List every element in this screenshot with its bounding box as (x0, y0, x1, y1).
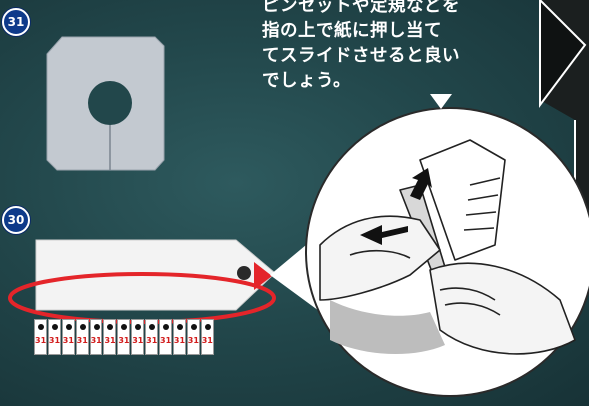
fringe-cuts (463, 177, 501, 231)
strip-number: 31 (35, 336, 47, 345)
strip-dot (38, 324, 44, 330)
strip-number: 31 (160, 336, 172, 345)
strip-cell: 31 (159, 319, 172, 355)
tag-hole (237, 266, 251, 280)
strip-dot (190, 324, 197, 330)
strip-cell: 31 (186, 319, 200, 355)
strip-dot (79, 324, 86, 330)
side-arrow-icon (539, 0, 587, 108)
strip-number: 31 (173, 336, 186, 345)
strip-number: 31 (48, 336, 61, 345)
strip-number: 31 (104, 336, 116, 345)
caption-line: でしょう。 (262, 71, 351, 91)
strip-cell: 31 (131, 319, 145, 355)
strip-number: 31 (118, 336, 130, 345)
strip-number: 31 (201, 336, 213, 345)
strip-cell: 31 (172, 319, 186, 355)
strip-number: 31 (62, 336, 74, 345)
hand-drawing (319, 139, 576, 355)
card-hole (88, 81, 132, 125)
hand-right (429, 262, 576, 355)
tag-number-strip: 31 31 31 31 31 31 31 31 31 31 31 31 31 (34, 319, 214, 355)
strip-cell: 31 (47, 319, 61, 355)
strip-cell: 31 (145, 319, 159, 355)
slide-arrow-left (360, 225, 408, 245)
strip-dot (149, 324, 156, 330)
strip-cell: 31 (75, 319, 89, 355)
shadow-area (330, 300, 445, 355)
strip-number: 31 (187, 336, 199, 345)
strip-dot (107, 324, 114, 330)
step-badge-30: 30 (2, 206, 30, 234)
caption-line: ピンセットや定規などを (262, 0, 460, 16)
strip-dot (93, 324, 100, 330)
strip-number: 31 (90, 336, 102, 345)
instruction-caption: ピンセットや定規などを 指の上で紙に押し当て てスライドさせると良い でしょう。 (262, 0, 502, 94)
push-arrow (410, 168, 432, 200)
red-arrowhead (254, 262, 272, 290)
strip-dot (176, 324, 183, 330)
strip-dot (135, 324, 142, 330)
finger-lines (349, 249, 501, 316)
strip-number: 31 (132, 336, 144, 345)
down-triangle-icon (430, 94, 452, 109)
paper-fringe (419, 139, 506, 261)
strip-cell: 31 (200, 319, 214, 355)
strip-cell: 31 (117, 319, 131, 355)
strip-dot (121, 324, 128, 330)
strip-cell: 31 (34, 319, 47, 355)
strip-cell: 31 (89, 319, 103, 355)
step-badge-31: 31 (2, 8, 30, 36)
strip-cell: 31 (61, 319, 75, 355)
caption-line: てスライドさせると良い (262, 46, 460, 66)
strip-dot (51, 324, 58, 330)
strip-number: 31 (76, 336, 88, 345)
strip-dot (163, 324, 170, 330)
hand-left (319, 215, 441, 301)
strip-cell: 31 (103, 319, 117, 355)
strip-number: 31 (146, 336, 158, 345)
strip-dot (204, 324, 211, 330)
caption-line: 指の上で紙に押し当て (262, 21, 442, 41)
slide-arrow-icon (360, 168, 432, 245)
strip-dot (65, 324, 72, 330)
